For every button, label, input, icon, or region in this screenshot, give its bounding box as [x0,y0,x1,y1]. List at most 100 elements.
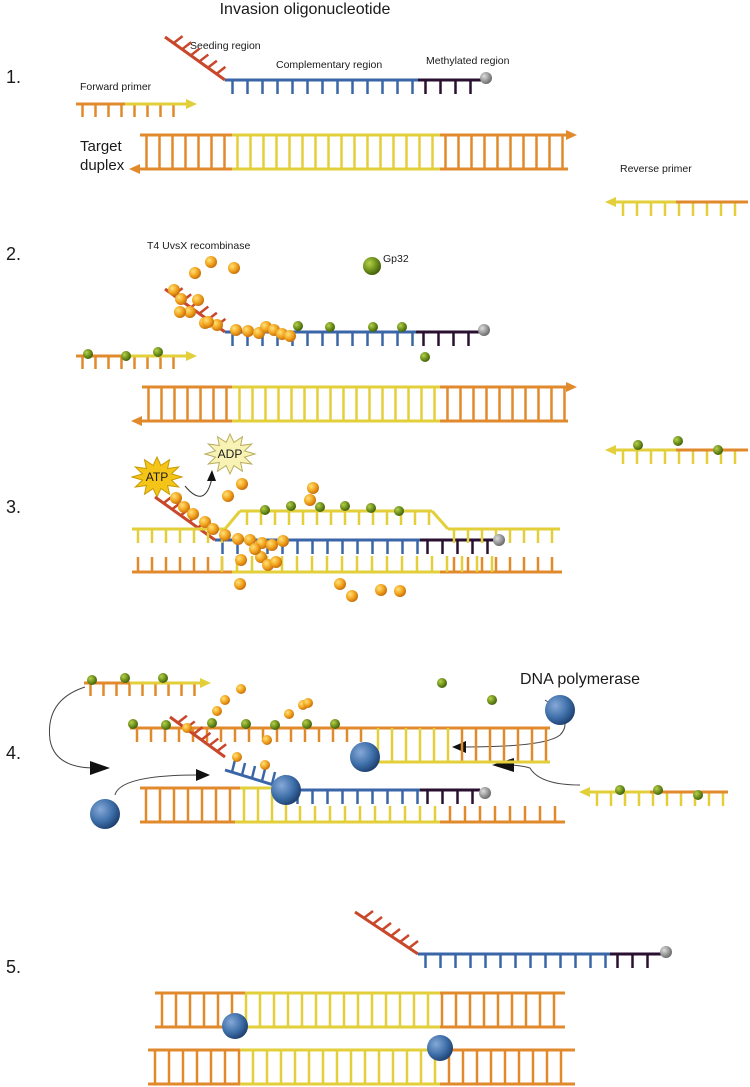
step-5-label: 5. [6,957,21,977]
step4-gp32-reverse [693,790,703,800]
step4-oligo-base [240,762,247,776]
step4-polymerase-left [90,799,120,829]
step4-reverse-primer-arrow [579,787,590,797]
step5-polymerase-upper [222,1013,248,1039]
step4-gp32-forward [87,675,97,685]
step2-gp32 [368,322,378,332]
atp-to-adp-arrow [184,477,213,497]
step2-target-bottom-arrow [131,416,142,426]
step2-recombinase [205,256,217,268]
step4-seeding-base [192,726,204,736]
step3-gp32 [366,503,376,513]
step4-recombinase [284,709,294,719]
polymerase-right-arrowhead [452,741,466,753]
step4-gp32-upper [270,720,280,730]
step2-gp32 [121,351,131,361]
step2-recombinase [184,306,196,318]
step4-gp32-free [437,678,447,688]
step3-recombinase [266,539,278,551]
step3-recombinase [199,516,211,528]
step4-recombinase [182,723,192,733]
step4-seeding-backbone [169,715,226,759]
strand-layer [76,35,748,1086]
step4-forward-primer-arrow [200,678,211,688]
step2-recombinase [202,316,214,328]
step-2-label: 2. [6,244,21,264]
step4-seeding-base [216,743,227,753]
step3-recombinase [170,492,182,504]
step3-gp32 [394,506,404,516]
step3-gp32 [340,501,350,511]
step4-recombinase [236,684,246,694]
step2-gp32 [397,322,407,332]
adp-burst: ADP [203,432,257,476]
step5-polymerase-lower [427,1035,453,1061]
step4-seeding-base [177,714,188,724]
step3-methyl-cap [493,534,505,546]
step4-seeding-base [200,731,212,741]
step4-oligo-base [230,759,237,773]
step4-gp32-reverse [615,785,625,795]
step1-seeding-base [181,41,192,51]
target-duplex-label-line2: duplex [80,157,125,174]
forward-primer-move-arrowhead [90,761,110,775]
step3-seeding-backbone [154,495,216,542]
step3-displaced-ramp-left [223,510,242,530]
step-4-label: 4. [6,743,21,763]
step3-recombinase [375,584,387,596]
step2-recombinase [284,330,296,342]
step5-seeding-base [390,928,401,937]
step4-gp32-upper [161,720,171,730]
step1-target-top-arrow [566,130,577,140]
step-3-label: 3. [6,497,21,517]
step4-recombinase [260,760,270,770]
polymerase-left-arrowhead [196,769,210,781]
step4-seeding-base [208,737,220,747]
step2-forward-primer-arrow [186,351,197,361]
step3-recombinase [270,556,282,568]
step3-gp32 [286,501,296,511]
step2-gp32-reverse [713,445,723,455]
step3-gp32 [315,502,325,512]
step4-gp32-forward [158,673,168,683]
step4-oligo-base [270,771,277,785]
step3-recombinase [232,533,244,545]
step5-oligo-methyl-cap [660,946,672,958]
step2-gp32 [420,352,430,362]
complementary-region-label: Complementary region [276,59,382,71]
step4-oligo-base [250,765,257,779]
step2-recombinase [174,306,186,318]
forward-primer-label: Forward primer [80,81,152,93]
atp-burst: ATP [130,455,184,499]
step2-gp32-free [363,257,381,275]
step3-recombinase [304,494,316,506]
step2-gp32 [153,347,163,357]
step4-gp32-free [487,695,497,705]
step5-seeding-base [408,940,419,949]
polymerase-left-arrow [114,774,199,796]
diagram-title: Invasion oligonucleotide [220,1,391,18]
step4-polymerase-upper [350,742,380,772]
forward-primer-move-arrow [48,686,96,769]
step4-recombinase [212,706,222,716]
step1-seeding-backbone [164,35,226,82]
molecule-layer [83,72,723,1061]
step2-seeding-base [198,305,210,315]
seeding-region-label: Seeding region [190,40,261,52]
step4-oligo-base [260,768,267,782]
step3-recombinase [178,501,190,513]
step1-target-bottom-arrow [129,164,140,174]
step4-recombinase [232,752,242,762]
step4-gp32-upper [241,719,251,729]
step2-recombinase [189,267,201,279]
gp32-label: Gp32 [383,253,409,265]
step4-gp32-upper [128,719,138,729]
step4-gp32-upper [330,719,340,729]
step4-methyl-cap [479,787,491,799]
step3-recombinase [187,508,199,520]
step5-seeding-base [381,922,392,931]
step3-recombinase [249,543,261,555]
step4-polymerase-lower [271,775,301,805]
step3-recombinase [346,590,358,602]
